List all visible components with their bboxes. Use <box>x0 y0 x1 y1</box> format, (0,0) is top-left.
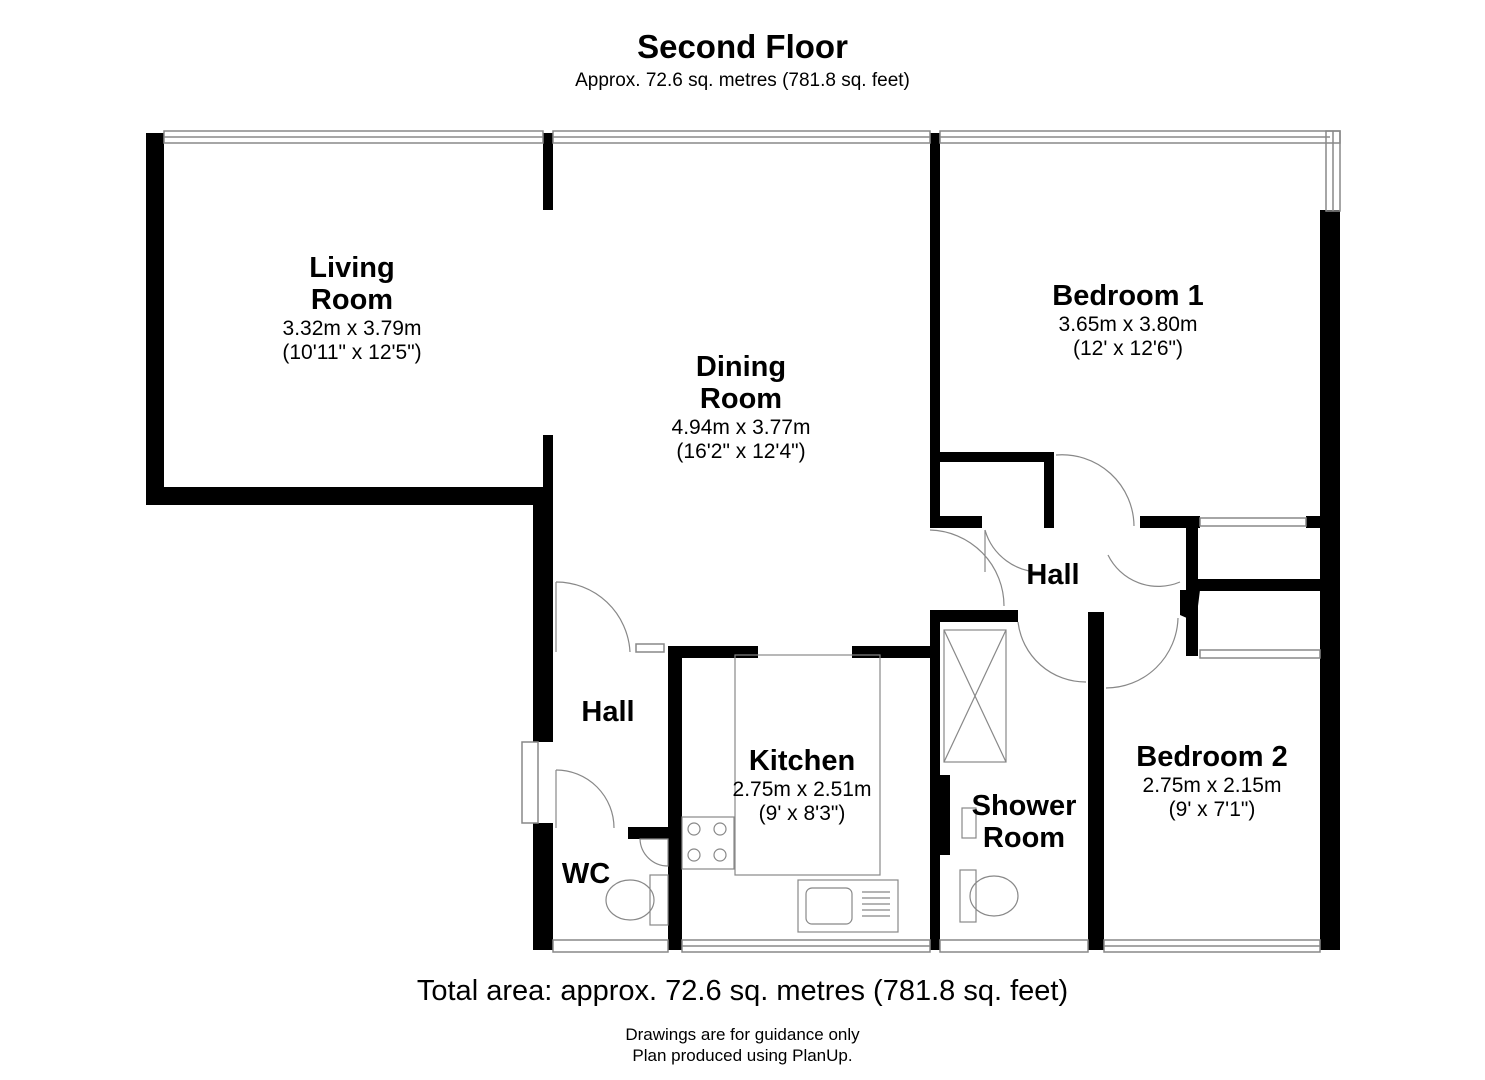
guidance-note: Drawings are for guidance only <box>625 1025 860 1044</box>
shower-north-wall <box>930 610 1018 622</box>
storage-divider <box>1186 579 1326 591</box>
living-west-wall <box>146 133 164 505</box>
room-imperial: (9' x 7'1") <box>1168 798 1256 822</box>
room-living: Living Room 3.32m x 3.79m (10'11" x 12'5… <box>252 252 452 365</box>
shower-window <box>939 939 1089 953</box>
cupboard-east-wall <box>1044 452 1054 528</box>
partition-stub-bottom <box>543 435 553 505</box>
entrance-door-frame <box>521 741 539 824</box>
cupboard-sliding-door <box>1199 517 1307 527</box>
cupboard-south-wall <box>930 516 982 528</box>
room-dining: Dining Room 4.94m x 3.77m (16'2" x 12'4"… <box>641 351 841 464</box>
room-name: Kitchen <box>748 745 856 777</box>
room-kitchen: Kitchen 2.75m x 2.51m (9' x 8'3") <box>702 745 902 826</box>
wc-window <box>552 939 669 953</box>
wc-toilet-icon <box>649 874 669 926</box>
room-name: Bedroom 1 <box>1052 280 1204 312</box>
wc-basin-icon <box>639 838 669 867</box>
room-name: WC <box>561 858 611 890</box>
room-bedroom2: Bedroom 2 2.75m x 2.15m (9' x 7'1") <box>1102 741 1322 822</box>
kitchen-north-wall-left <box>668 646 758 658</box>
east-wall <box>1320 210 1340 950</box>
room-metric: 3.32m x 3.79m <box>282 316 422 340</box>
fixtures <box>605 629 1019 933</box>
entrance-door-swing[interactable] <box>555 769 615 829</box>
room-name: Bedroom 2 <box>1136 741 1288 773</box>
kitchen-north-wall-right <box>852 646 932 658</box>
hob-icon <box>681 816 735 870</box>
dining-door-swing[interactable] <box>929 529 1005 607</box>
room-imperial: (10'11" x 12'5") <box>282 340 422 364</box>
walls <box>146 133 1340 950</box>
floor-title: Second Floor <box>637 28 848 65</box>
shower-east-wall <box>1088 612 1104 950</box>
room-imperial: (12' x 12'6") <box>1072 337 1184 361</box>
storage-door-swing[interactable] <box>1107 554 1181 587</box>
shower-west-thick <box>930 775 950 855</box>
wc-west-wall <box>533 823 553 950</box>
total-area: Total area: approx. 72.6 sq. metres (781… <box>416 975 1069 1007</box>
credit-note: Plan produced using PlanUp. <box>632 1046 853 1065</box>
room-metric: 4.94m x 3.77m <box>671 415 811 439</box>
shower-tray-icon <box>943 629 1007 763</box>
door-swings <box>555 454 1181 829</box>
room-wc: WC <box>546 858 626 891</box>
shower-basin-icon <box>961 807 977 839</box>
partition-stub-top <box>543 133 553 210</box>
room-name-line1: Shower <box>971 790 1077 822</box>
kitchen-west-wall <box>668 646 682 950</box>
room-metric: 2.75m x 2.15m <box>1142 773 1282 797</box>
room-bedroom1: Bedroom 1 3.65m x 3.80m (12' x 12'6") <box>1018 280 1238 361</box>
floor-subtitle: Approx. 72.6 sq. metres (781.8 sq. feet) <box>575 70 910 91</box>
room-name: Hall <box>581 696 635 728</box>
bed1-south-wall-left <box>1140 516 1200 528</box>
room-imperial: (16'2" x 12'4") <box>676 439 806 463</box>
shower-door-swing[interactable] <box>1017 621 1087 683</box>
central-wall-upper <box>930 133 940 528</box>
bedroom1-door-swing[interactable] <box>1055 454 1135 527</box>
hall-door-sill <box>635 643 665 653</box>
bed1-south-wall-right <box>1306 516 1326 528</box>
hall-west-wall-upper <box>533 487 553 652</box>
room-imperial: (9' x 8'3") <box>758 802 846 826</box>
hall-west-wall-mid <box>533 652 553 742</box>
room-metric: 3.65m x 3.80m <box>1058 312 1198 336</box>
room-name-line2: Room <box>699 382 783 415</box>
cupboard-door-swing[interactable] <box>984 529 1043 573</box>
kitchen-sink-icon <box>797 879 899 933</box>
room-name-line1: Living <box>309 252 395 284</box>
windows <box>163 130 1341 953</box>
bedroom2-door-swing[interactable] <box>1105 617 1179 689</box>
wc-north-wall <box>628 827 670 839</box>
room-shower: Shower Room <box>954 790 1094 855</box>
room-name-line1: Dining <box>695 351 787 383</box>
door-jamb <box>1180 590 1200 622</box>
room-name-line2: Room <box>982 821 1066 854</box>
hall-door-swing[interactable] <box>555 581 631 653</box>
cupboard-north-wall <box>930 452 1054 462</box>
storage-sliding-door <box>1199 649 1321 659</box>
living-south-wall <box>146 487 552 505</box>
room-name: Hall <box>1026 559 1080 591</box>
shower-toilet-icon <box>959 869 977 923</box>
room-hall-right: Hall <box>1003 559 1103 592</box>
room-name-line2: Room <box>310 283 394 316</box>
room-hall-left: Hall <box>558 696 658 729</box>
kitchen-counter <box>734 654 881 876</box>
room-metric: 2.75m x 2.51m <box>732 777 872 801</box>
